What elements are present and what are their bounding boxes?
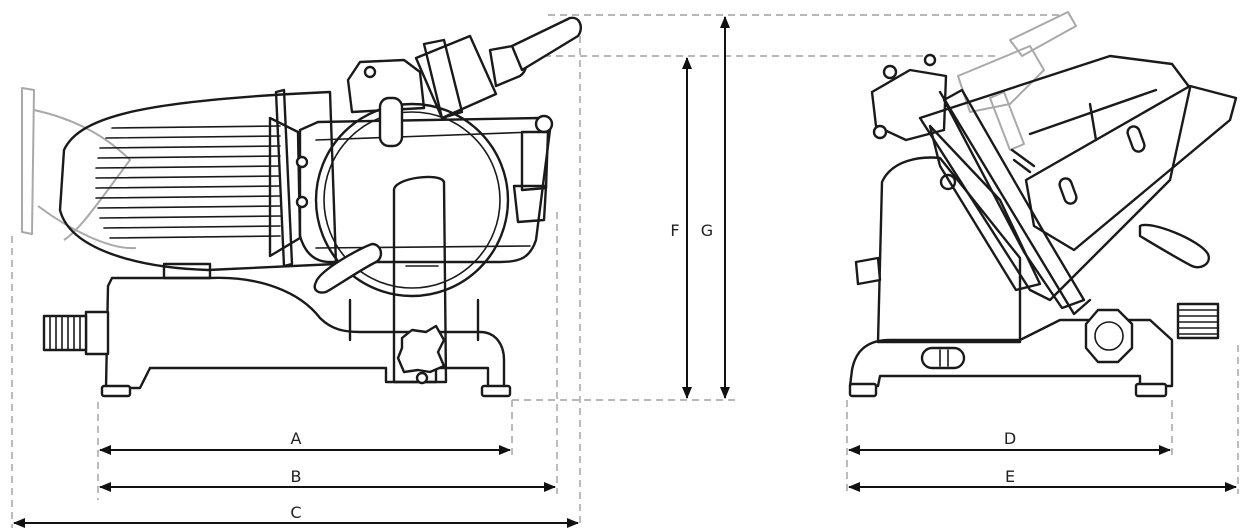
- front-side-knob-right: [1176, 302, 1220, 340]
- front-rail-post: [1088, 102, 1098, 142]
- blade-support: [348, 298, 480, 342]
- front-foot-left: [848, 382, 878, 398]
- front-side-knob-grip: [1177, 309, 1219, 335]
- slicer-column: [392, 175, 448, 384]
- extension-guides: [11, 14, 1239, 528]
- front-pusher-screw-3: [923, 53, 937, 67]
- front-guard: [928, 124, 1042, 292]
- front-side-knob: [854, 256, 882, 286]
- front-carriage-bolt-2: [1058, 177, 1078, 205]
- front-carriage-bolt: [1126, 125, 1146, 153]
- ghost-guard-arm: [33, 109, 131, 241]
- foot-left: [100, 384, 132, 398]
- dimension-e-label: E: [1005, 467, 1015, 486]
- top-bracket: [346, 58, 426, 114]
- side-knob: [42, 314, 88, 352]
- blade-guard: [314, 102, 510, 298]
- front-thickness-knob: [1084, 308, 1134, 364]
- front-pusher-screw-2: [872, 124, 888, 140]
- slicer-base: [104, 276, 506, 390]
- thickness-knob: [396, 324, 446, 374]
- front-switch: [920, 346, 966, 370]
- dimension-lines: [13, 15, 1237, 528]
- ghost-guard-arm-lower: [37, 205, 137, 250]
- front-carriage-handle: [1138, 223, 1210, 269]
- carriage-tray: [298, 116, 552, 264]
- front-pusher-head: [870, 68, 948, 142]
- motor-housing: [58, 90, 338, 272]
- side-knob-collar: [84, 310, 110, 356]
- carriage-latch: [512, 184, 548, 224]
- tray-post: [378, 96, 404, 148]
- ghost-guard-plate: [21, 87, 35, 235]
- front-scale-ticks: [1010, 148, 1036, 174]
- side-knob-grip: [49, 315, 81, 351]
- pusher-head: [414, 34, 498, 120]
- front-blade-line: [938, 90, 1092, 316]
- tray-bolt-2: [295, 195, 309, 209]
- tray-bolt-1: [295, 155, 309, 169]
- dimension-d-label: D: [1004, 429, 1016, 448]
- dimension-b-label: B: [291, 467, 302, 486]
- front-carriage: [918, 54, 1192, 302]
- column-bolt: [415, 371, 429, 385]
- front-carriage-tray: [1024, 84, 1238, 252]
- carriage-pivot: [534, 114, 554, 134]
- blade-guard-inner: [323, 111, 501, 289]
- motor-flange: [274, 88, 294, 268]
- dimension-c-label: C: [290, 503, 301, 522]
- dimension-a-label: A: [291, 429, 302, 448]
- dimension-labels: A B C D E F G: [290, 221, 1016, 522]
- top-screw: [363, 65, 377, 79]
- ghost-pusher-bar: [989, 91, 1025, 151]
- front-body: [876, 156, 1022, 344]
- slicer-front-view: [848, 11, 1238, 398]
- ghost-pusher-handle: [1009, 11, 1077, 57]
- front-rail: [1028, 88, 1158, 136]
- dimension-g-label: G: [701, 221, 713, 240]
- motor-vents: [95, 125, 281, 239]
- pusher-plate: [422, 38, 464, 120]
- front-pusher-screw: [882, 64, 898, 80]
- front-base: [848, 318, 1174, 388]
- foot-right: [480, 384, 512, 398]
- slicer-side-view: [21, 16, 582, 398]
- pusher-handle: [510, 16, 582, 72]
- carriage-handle: [313, 242, 383, 294]
- front-foot-right: [1134, 382, 1168, 398]
- base-block: [162, 262, 212, 280]
- carriage-tray-edges: [315, 131, 535, 249]
- front-knob-center: [1094, 321, 1124, 351]
- dimension-f-label: F: [670, 221, 679, 240]
- carriage-end-plate: [268, 116, 302, 258]
